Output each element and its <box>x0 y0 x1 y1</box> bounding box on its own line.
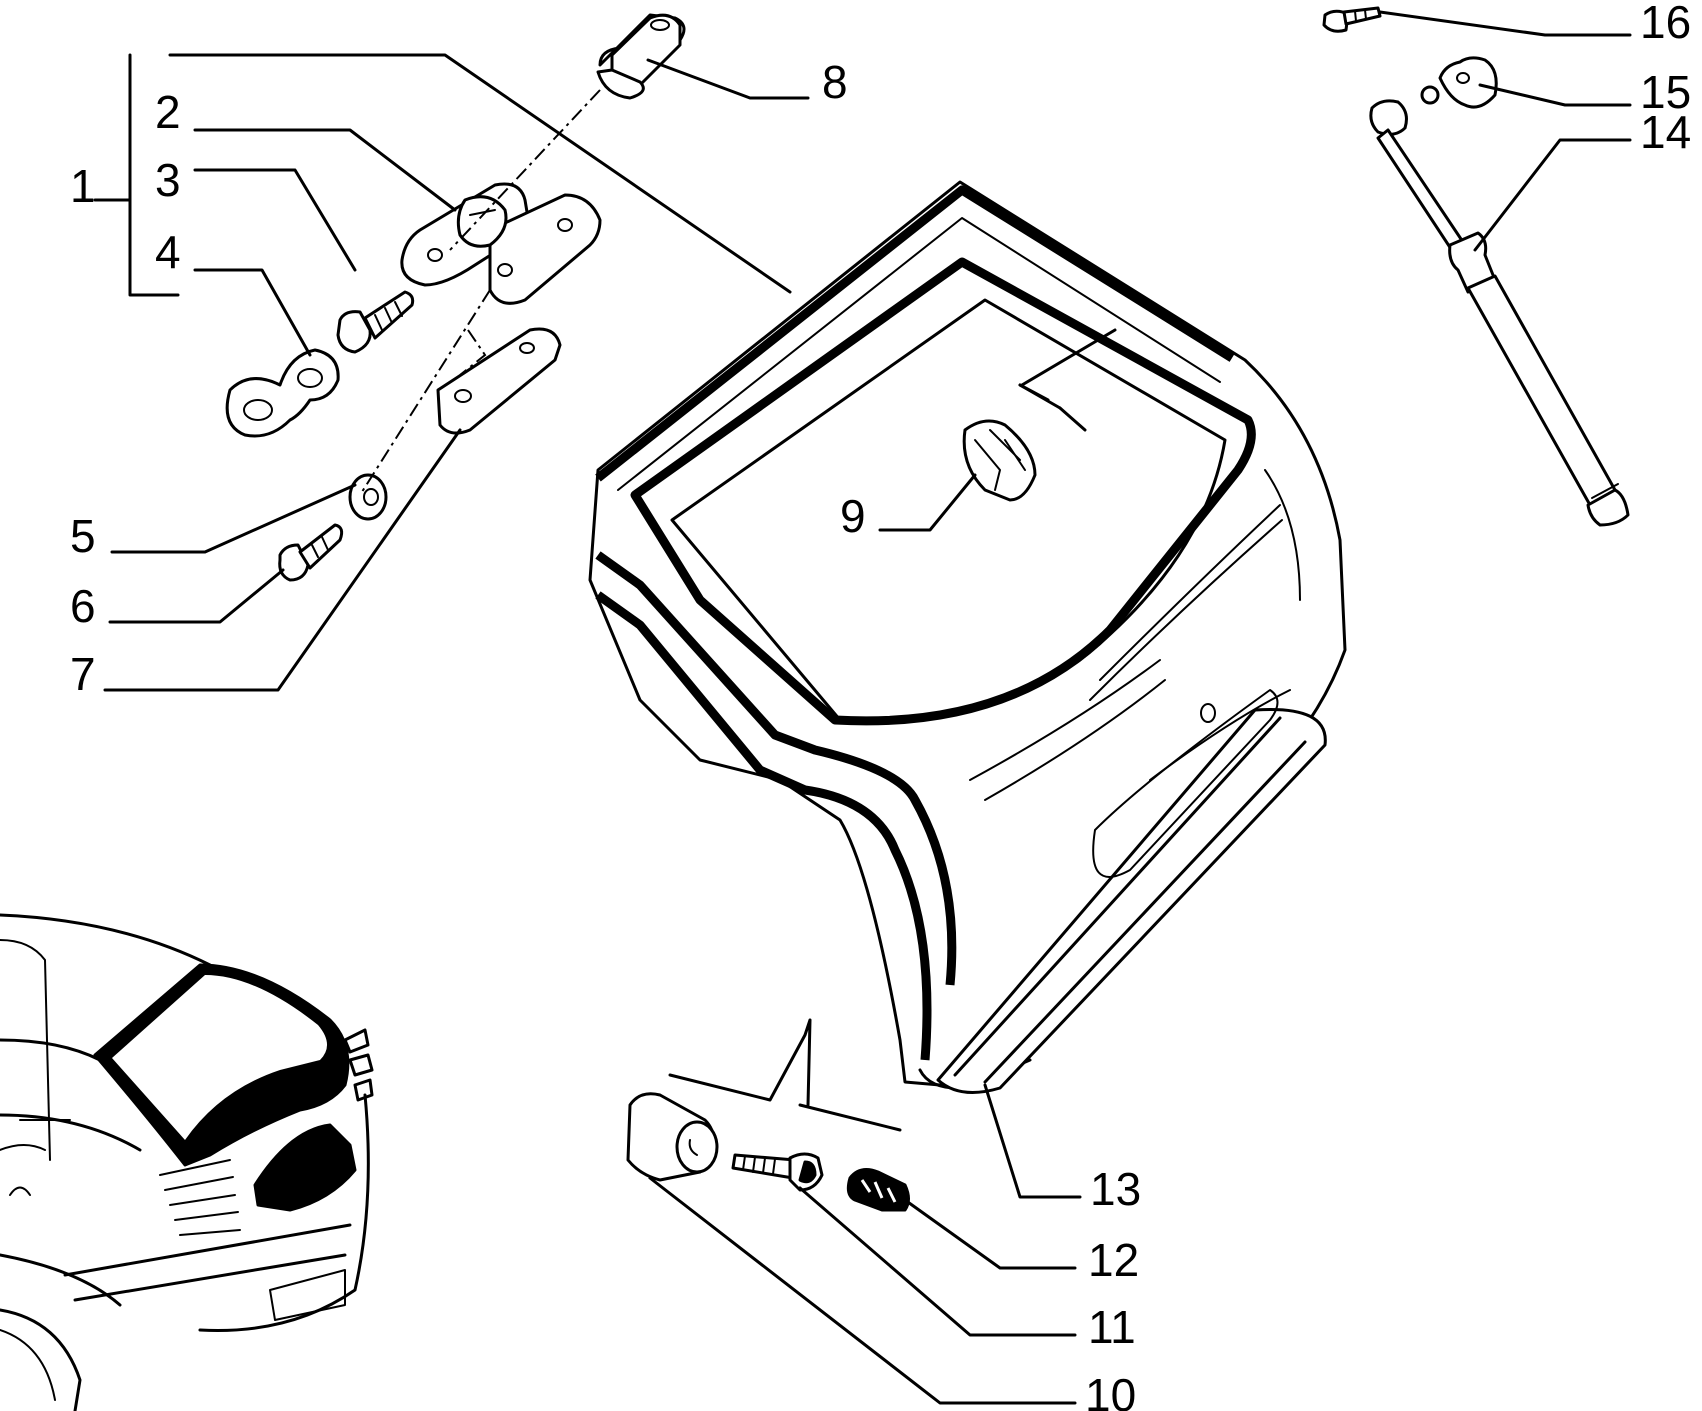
assembly-axis-lower <box>359 289 491 496</box>
tailgate-panel <box>588 180 1347 1094</box>
part-8-bush <box>596 13 686 100</box>
callout-15: 15 <box>1640 66 1691 118</box>
assembly-axis-upper <box>449 89 601 251</box>
part-2-hinge <box>400 182 602 305</box>
part-4-plate <box>225 348 340 438</box>
callout-12: 12 <box>1088 1234 1139 1286</box>
part-14-gas-strut <box>1369 99 1630 527</box>
bottom-group-bracket <box>668 1018 902 1132</box>
callout-3: 3 <box>155 154 181 206</box>
callout-10: 10 <box>1085 1369 1136 1411</box>
callout-13: 13 <box>1090 1163 1141 1215</box>
part-5-washer <box>348 473 388 521</box>
callout-1: 1 <box>70 160 96 212</box>
callout-8: 8 <box>822 56 848 108</box>
callout-9: 9 <box>840 490 866 542</box>
callout-6: 6 <box>70 580 96 632</box>
callout-7: 7 <box>70 648 96 700</box>
part-3-screw <box>336 290 415 354</box>
callout-2: 2 <box>155 86 181 138</box>
part-16-screw <box>1322 6 1382 33</box>
assembly-axis-mid <box>459 329 487 376</box>
part-7-bracket <box>436 327 562 435</box>
callout-16: 16 <box>1640 0 1691 48</box>
part-12-insert <box>846 1168 910 1212</box>
leader-lines <box>93 10 1632 1405</box>
callout-11: 11 <box>1088 1301 1136 1353</box>
callout-4: 4 <box>155 226 181 278</box>
callout-14: 14 <box>1640 106 1691 158</box>
part-15-bracket <box>1420 56 1498 109</box>
vehicle-location-thumbnail <box>0 913 374 1411</box>
callout-numbers: 1 2 3 4 5 6 7 8 9 10 11 12 13 14 15 16 <box>70 0 1691 1411</box>
part-9-clip <box>962 328 1117 502</box>
part-11-bolt <box>731 1152 824 1192</box>
part-10-bush <box>626 1092 719 1182</box>
part-6-bolt <box>278 523 344 582</box>
callout-5: 5 <box>70 510 96 562</box>
